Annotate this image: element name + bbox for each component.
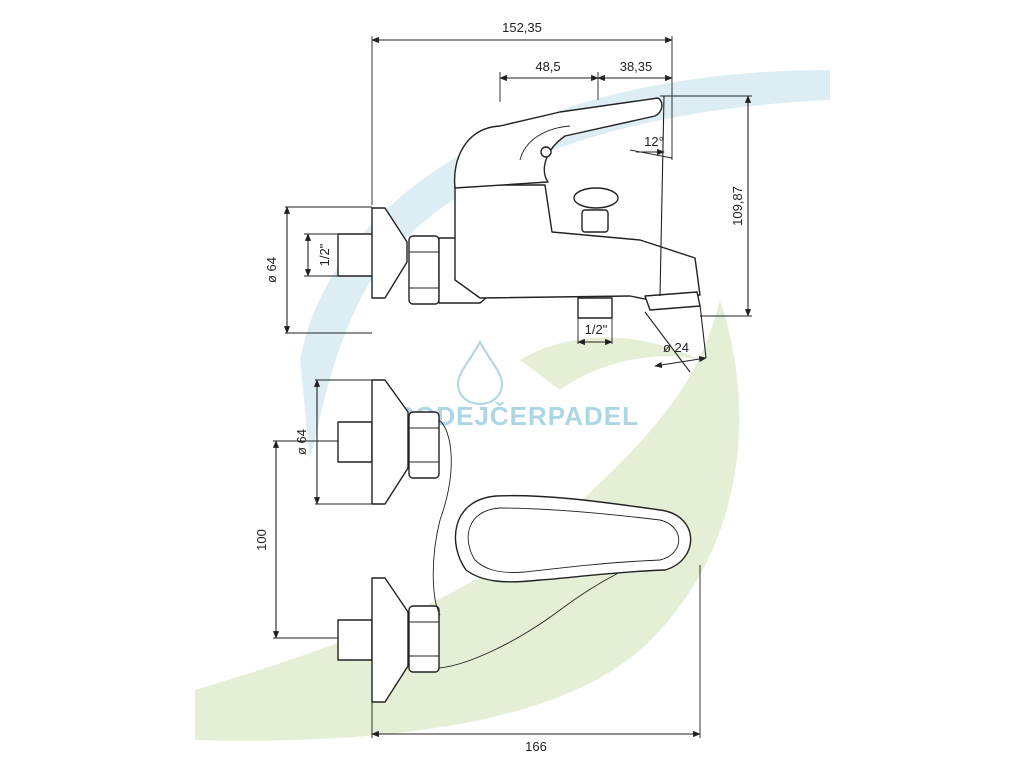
- top-inlet-pipe-lower: [337, 619, 373, 661]
- water-drop-icon: [456, 339, 504, 406]
- side-diverter-stem: [581, 209, 609, 233]
- watermark-background: [195, 70, 830, 741]
- green-swoosh: [195, 300, 740, 741]
- dim-angle: 12°: [644, 134, 664, 149]
- dim-overall-height: 109,87: [730, 186, 745, 226]
- side-view: [337, 97, 701, 319]
- dim-overall-width-bottom: 166: [525, 739, 547, 754]
- top-rosette-upper: [371, 379, 409, 505]
- dim-rosette-diameter-top: ø 64: [294, 429, 309, 455]
- side-diverter-pipe: [577, 297, 613, 319]
- side-rosette: [371, 207, 408, 299]
- dim-rosette-diameter-side: ø 64: [264, 257, 279, 283]
- dim-handle-offset: 38,35: [620, 59, 653, 74]
- side-body: [454, 184, 701, 301]
- top-hex-nut-lower: [408, 605, 440, 673]
- side-hex-nut: [408, 235, 440, 305]
- green-swoosh-tip: [520, 337, 700, 390]
- side-lever-handle: [453, 97, 663, 189]
- dim-overall-width-top: 152,35: [502, 20, 542, 35]
- dim-thread-side: 1/2": [317, 243, 332, 266]
- side-diverter-knob: [573, 187, 619, 209]
- top-hex-nut-upper: [408, 411, 440, 479]
- top-inlet-pipe-upper: [337, 421, 373, 463]
- side-inlet-pipe: [337, 233, 375, 277]
- dimension-lines: 152,35 48,5 38,35 12° 109,87 ø 64 1/2" 1…: [254, 20, 752, 754]
- dim-outlet-diameter: ø 24: [663, 340, 689, 355]
- dim-spout-offset: 48,5: [535, 59, 560, 74]
- side-handle-screw: [540, 146, 552, 158]
- dim-inlet-spacing: 100: [254, 529, 269, 551]
- side-outlet: [644, 291, 701, 311]
- top-view: [337, 379, 692, 703]
- dim-thread-diverter: 1/2": [585, 322, 608, 337]
